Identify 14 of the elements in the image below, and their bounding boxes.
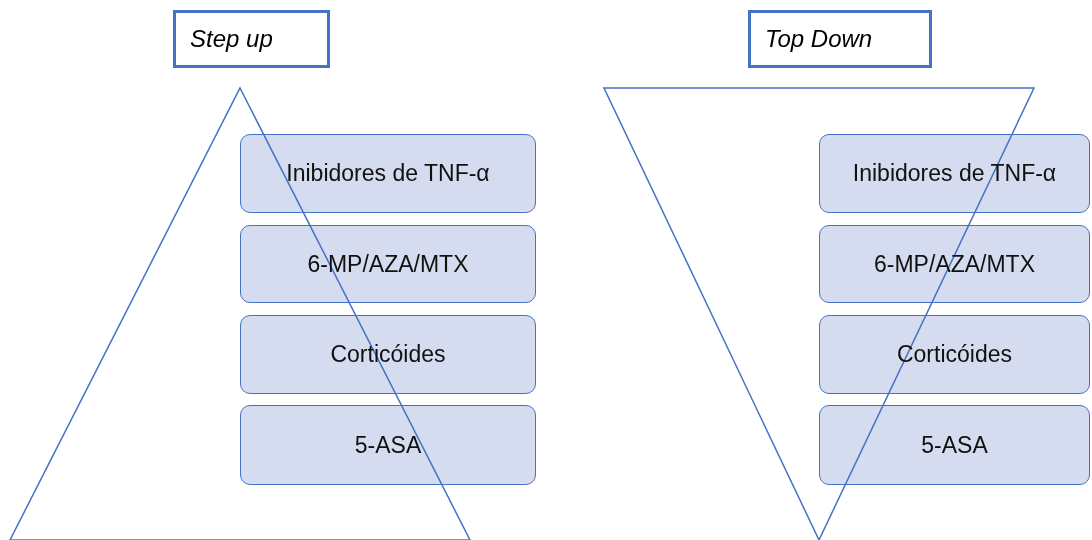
therapy-label: Inibidores de TNF-α [286, 160, 490, 187]
therapy-label: Inibidores de TNF-α [852, 160, 1057, 187]
therapy-box [819, 405, 1090, 485]
therapy-box [240, 315, 536, 394]
therapy-box [819, 134, 1090, 213]
title-box [748, 10, 932, 68]
therapy-box [819, 315, 1090, 394]
therapy-box [240, 405, 536, 485]
title-text: Top Down [765, 25, 873, 53]
therapy-box [240, 134, 536, 213]
title-box [173, 10, 330, 68]
title-text: Step up [190, 25, 273, 53]
therapy-label: 5-ASA [921, 431, 988, 459]
therapy-label: 5-ASA [354, 431, 422, 459]
